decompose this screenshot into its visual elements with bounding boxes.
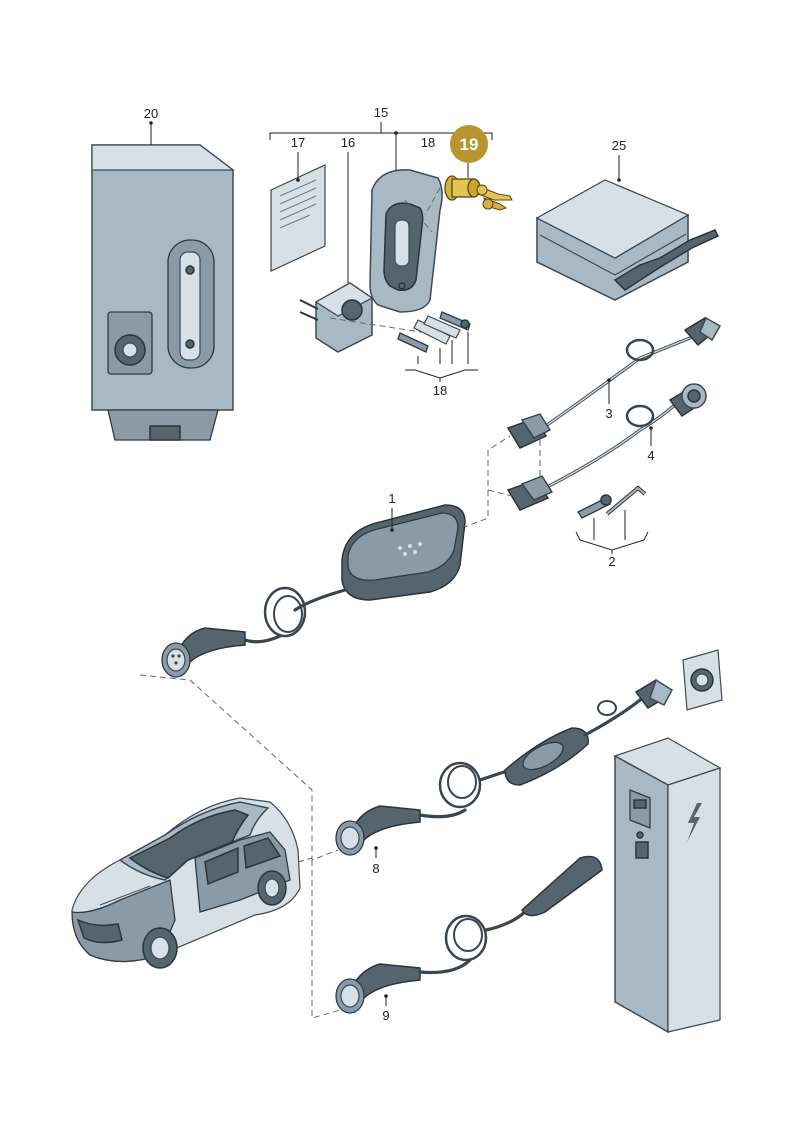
callout-16: 16 <box>341 135 355 150</box>
callout-18-top: 18 <box>421 135 435 150</box>
callout-4: 4 <box>647 448 654 463</box>
charging-unit-part-1 <box>161 504 466 678</box>
callout-8: 8 <box>372 861 379 876</box>
cable-part-3 <box>506 316 722 449</box>
callout-1: 1 <box>388 491 395 506</box>
manual-part-17 <box>270 164 326 272</box>
callout-3: 3 <box>605 406 612 421</box>
cable-part-4 <box>506 383 707 511</box>
wall-box-part-20 <box>91 144 235 441</box>
adapter-part-16 <box>299 282 374 353</box>
highlight-badge-19 <box>450 125 488 163</box>
storage-bag-part-25 <box>535 179 720 301</box>
callout-19: 19 <box>460 135 479 154</box>
charging-cable-part-9 <box>335 855 603 1014</box>
car-illustration <box>71 797 301 969</box>
lock-cylinder-part-19 <box>444 175 513 211</box>
callout-15: 15 <box>374 105 388 120</box>
callout-2: 2 <box>608 554 615 569</box>
holder-part-18 <box>369 169 443 313</box>
charging-station-pillar <box>613 737 722 1034</box>
callout-17: 17 <box>291 135 305 150</box>
callout-9: 9 <box>382 1008 389 1023</box>
callout-20: 20 <box>144 106 158 121</box>
wall-socket <box>682 649 723 711</box>
charging-cable-part-8 <box>335 678 673 856</box>
callout-18-bottom: 18 <box>433 383 447 398</box>
tools-part-2 <box>577 485 647 519</box>
screws-part-18 <box>397 311 471 353</box>
callout-25: 25 <box>612 138 626 153</box>
